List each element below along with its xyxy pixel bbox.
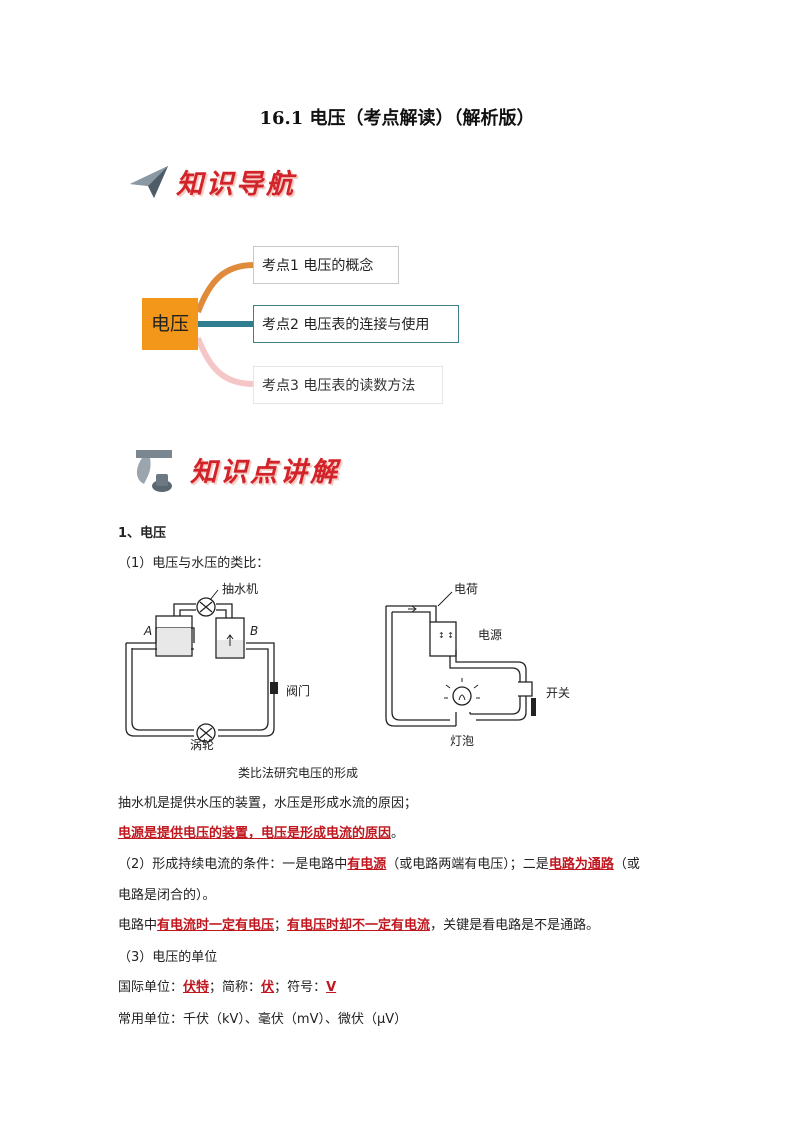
subsection-1: （1）电压与水压的类比： (118, 556, 270, 571)
highlight-volt-full: 伏特 (183, 980, 210, 995)
tank-b-water (217, 640, 243, 657)
electric-circuit (385, 605, 533, 727)
diagram-caption: 类比法研究电压的形成 (238, 766, 359, 780)
page-title: 16.1 电压（考点解读）（解析版） (259, 108, 535, 129)
label-pump: 抽水机 (222, 582, 259, 596)
section-heading: 1、电压 (118, 526, 167, 541)
switch-icon (531, 698, 536, 716)
label-charge: 电荷 (454, 582, 479, 596)
highlight-voltage-not-current: 有电压时却不一定有电流 (287, 918, 431, 933)
label-tank-b: B (250, 624, 259, 638)
mindmap-node-2: 考点2 电压表的连接与使用 (253, 305, 459, 343)
svg-text:↕ ↕: ↕ ↕ (438, 631, 454, 640)
text-closed-circuit: 电路是闭合的）。 (118, 888, 216, 903)
mindmap-node-3: 考点3 电压表的读数方法 (253, 366, 443, 404)
connector-3 (195, 336, 255, 387)
highlight-volt-short: 伏 (261, 980, 275, 995)
subsection-3: （3）电压的单位 (118, 950, 218, 965)
text-water-analogy: 抽水机是提供水压的装置，水压是形成水流的原因； (118, 796, 418, 811)
label-valve: 阀门 (286, 684, 311, 698)
highlight-closed-circuit: 电路为通路 (548, 857, 614, 872)
tank-a-water (157, 628, 191, 655)
label-switch: 开关 (546, 686, 571, 700)
analogy-diagram: ↕ ↕ (125, 589, 536, 743)
nav-banner-title: 知识导航 (176, 169, 296, 200)
highlight-volt-symbol: V (326, 980, 337, 995)
mindmap-node-1: 考点1 电压的概念 (253, 246, 399, 284)
nav-banner: 知识导航 (128, 160, 328, 204)
explain-banner: 知识点讲解 (128, 444, 368, 500)
ink-quill-icon (136, 450, 172, 492)
connector-1 (195, 262, 255, 314)
text-current-voltage-relation: 电路中有电流时一定有电压；有电压时却不一定有电流，关键是看电路是不是通路。 (118, 918, 600, 933)
label-turbine: 涡轮 (190, 738, 215, 752)
text-si-unit: 国际单位：伏特；简称：伏；符号：V (118, 980, 337, 995)
label-source: 电源 (478, 628, 503, 642)
text-common-units: 常用单位：千伏（kV）、毫伏（mV）、微伏（μV） (118, 1012, 408, 1027)
bulb-icon (452, 686, 472, 706)
label-tank-a: A (144, 624, 153, 638)
explain-banner-title: 知识点讲解 (190, 457, 340, 488)
text-voltage-source: 电源是提供电压的装置，电压是形成电流的原因。 (118, 826, 405, 841)
text-current-conditions: （2）形成持续电流的条件：一是电路中有电源（或电路两端有电压）；二是电路为通路（… (118, 857, 640, 872)
paper-plane-icon (130, 166, 168, 198)
highlight-has-source: 有电源 (347, 857, 387, 872)
label-bulb: 灯泡 (450, 734, 475, 748)
valve-icon (270, 682, 278, 694)
highlight-current-implies-voltage: 有电流时一定有电压 (157, 918, 275, 933)
mindmap-root: 电压 (142, 298, 198, 350)
highlight-voltage-source: 电源是提供电压的装置，电压是形成电流的原因 (118, 826, 392, 841)
